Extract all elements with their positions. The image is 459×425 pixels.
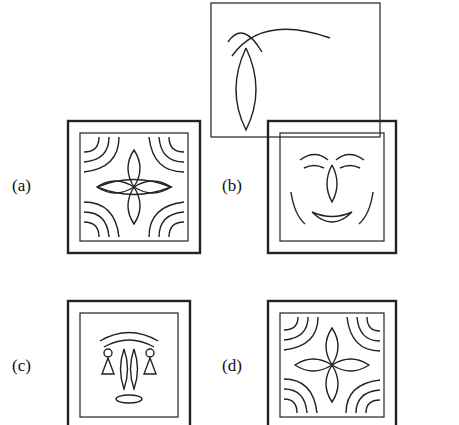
option-label: (b) (222, 177, 242, 194)
option-label: (c) (12, 357, 31, 374)
option-inner-frame (80, 313, 178, 417)
mask-face (100, 333, 158, 404)
question-frame (211, 3, 380, 137)
smiling-face (291, 155, 373, 225)
option-inner-frame (280, 133, 384, 241)
option-frame (68, 121, 200, 253)
flower-figure (84, 137, 184, 237)
flower-figure (284, 317, 380, 413)
question-figure (228, 29, 330, 130)
option-label: (d) (222, 357, 242, 374)
option-frame (268, 301, 396, 425)
option-frame (268, 121, 396, 253)
option-frame (68, 301, 190, 425)
option-label: (a) (12, 177, 31, 194)
option-inner-frame (280, 313, 384, 417)
option-inner-frame (80, 133, 188, 241)
